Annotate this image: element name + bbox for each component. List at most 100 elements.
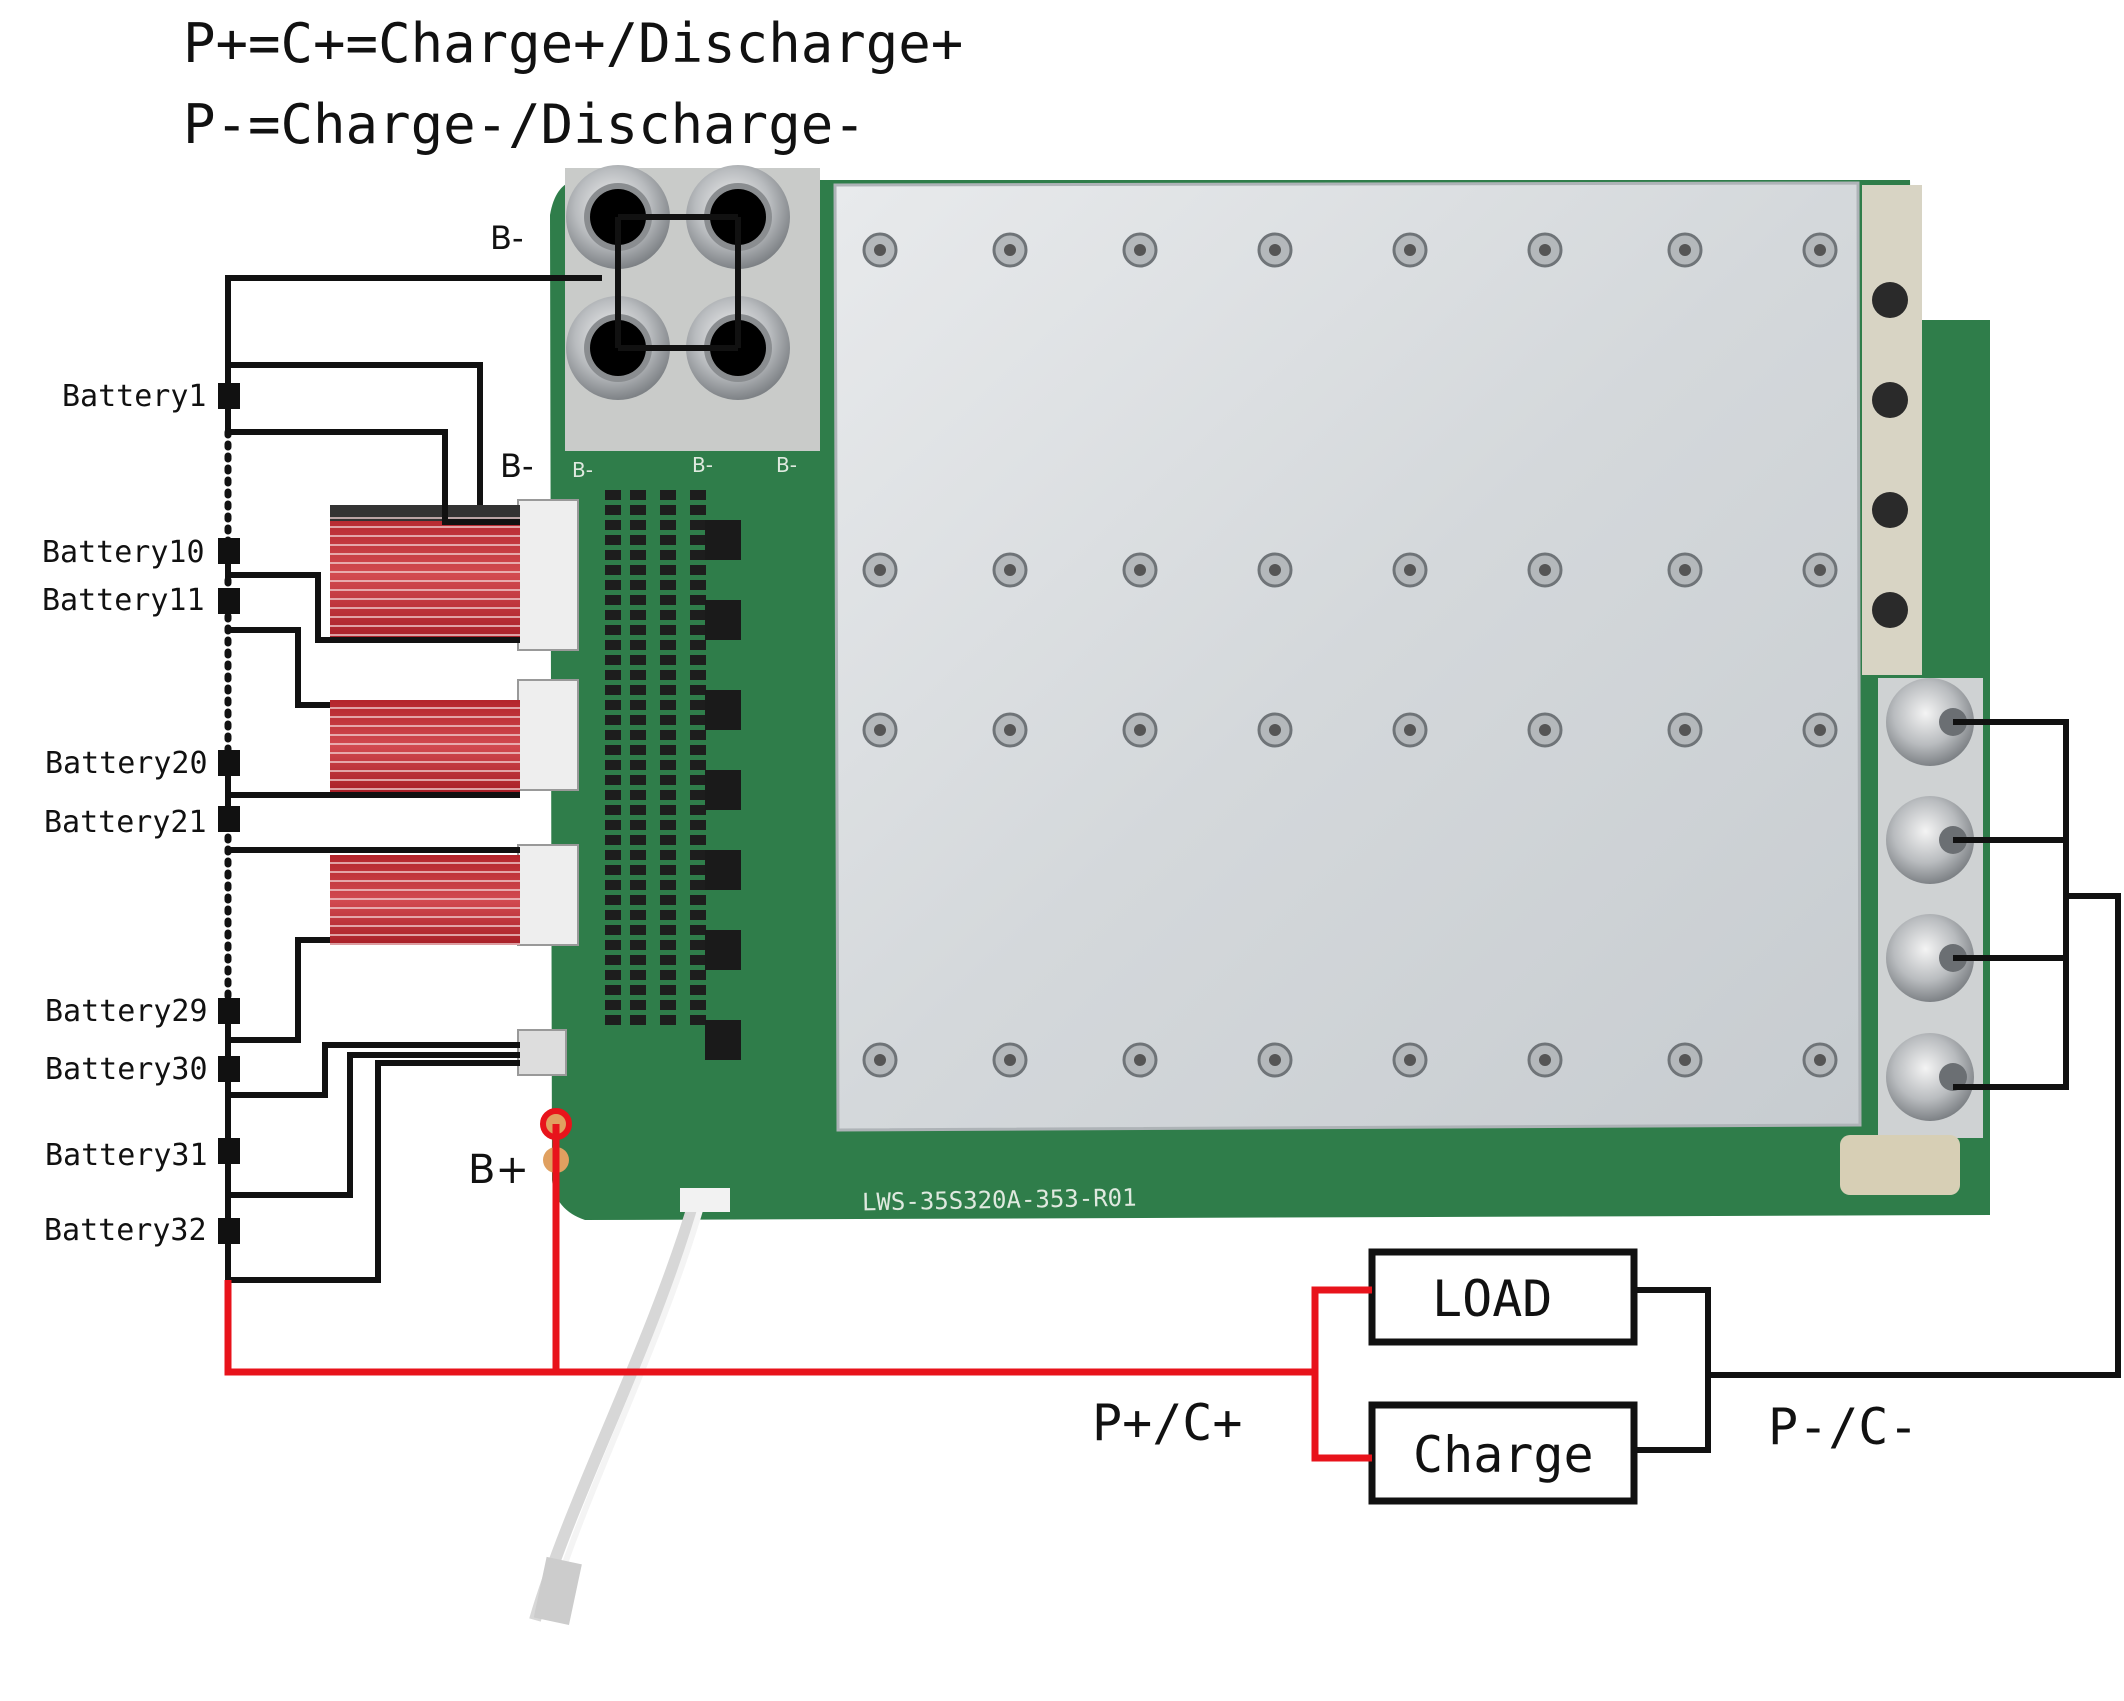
smd-part — [660, 715, 676, 725]
battery-tap-connector — [218, 383, 240, 409]
smd-part — [690, 775, 706, 785]
smd-part — [605, 820, 621, 830]
smd-part — [690, 955, 706, 965]
smd-part — [630, 610, 646, 620]
smd-part — [690, 940, 706, 950]
smd-part — [690, 535, 706, 545]
smd-part — [660, 835, 676, 845]
smd-part — [630, 505, 646, 515]
smd-part — [630, 775, 646, 785]
smd-part — [690, 880, 706, 890]
smd-part — [605, 655, 621, 665]
smd-part — [690, 565, 706, 575]
smd-part — [660, 1000, 676, 1010]
smd-part — [630, 745, 646, 755]
smd-part — [630, 595, 646, 605]
battery-taps — [218, 383, 240, 1244]
smd-part — [690, 595, 706, 605]
smd-part — [660, 955, 676, 965]
smd-part — [630, 490, 646, 500]
smd-part — [690, 715, 706, 725]
silk-b-minus-3: B- — [776, 453, 797, 477]
smd-part — [605, 1015, 621, 1025]
smd-part — [660, 580, 676, 590]
smd-part — [605, 835, 621, 845]
smd-part — [660, 730, 676, 740]
battery-tap-connector — [218, 750, 240, 776]
smd-part — [690, 655, 706, 665]
ic-chip — [705, 850, 741, 890]
smd-part — [660, 625, 676, 635]
p-minus-wiring — [1632, 719, 2121, 1453]
smd-part — [660, 790, 676, 800]
smd-part — [605, 565, 621, 575]
smd-part — [660, 940, 676, 950]
smd-part — [660, 910, 676, 920]
smd-part — [605, 700, 621, 710]
smd-part — [605, 505, 621, 515]
smd-part — [660, 760, 676, 770]
ic-chip — [705, 1020, 741, 1060]
smd-part — [630, 550, 646, 560]
ic-chip — [705, 690, 741, 730]
positive-wires — [224, 1124, 1372, 1462]
smd-part — [630, 880, 646, 890]
smd-part — [630, 1015, 646, 1025]
smd-part — [605, 940, 621, 950]
smd-part — [660, 685, 676, 695]
smd-part — [660, 925, 676, 935]
smd-part — [690, 820, 706, 830]
smd-part — [660, 490, 676, 500]
smd-part — [660, 820, 676, 830]
smd-part — [660, 670, 676, 680]
smd-part — [630, 805, 646, 815]
smd-part — [630, 715, 646, 725]
balance-wire-bundles — [330, 505, 520, 945]
smd-part — [660, 640, 676, 650]
smd-part — [605, 535, 621, 545]
p-plus-c-plus-label: P+/C+ — [1092, 1394, 1243, 1452]
smd-part — [630, 535, 646, 545]
smd-part — [690, 805, 706, 815]
battery-label-31: Battery31 — [45, 1138, 208, 1173]
battery-tap-connector — [218, 1138, 240, 1164]
smd-part — [690, 925, 706, 935]
smd-part — [605, 925, 621, 935]
ic-chip — [705, 520, 741, 560]
smd-part — [605, 955, 621, 965]
battery-tap-connector — [218, 806, 240, 832]
smd-part — [605, 910, 621, 920]
smd-part — [630, 685, 646, 695]
smd-part — [690, 970, 706, 980]
smd-part — [660, 1015, 676, 1025]
smd-part — [690, 1000, 706, 1010]
smd-part — [630, 1000, 646, 1010]
p-minus-terminals — [1886, 678, 1974, 1121]
header-line-1: P+=C+=Charge+/Discharge+ — [183, 12, 964, 75]
battery-tap-connector — [218, 588, 240, 614]
smd-part — [660, 700, 676, 710]
smd-part — [690, 490, 706, 500]
smd-part — [690, 790, 706, 800]
smd-part — [605, 625, 621, 635]
smd-part — [630, 640, 646, 650]
battery-label-21: Battery21 — [44, 805, 207, 840]
smd-part — [690, 835, 706, 845]
smd-part — [605, 985, 621, 995]
smd-part — [630, 655, 646, 665]
smd-part — [630, 940, 646, 950]
smd-part — [690, 910, 706, 920]
smd-part — [605, 805, 621, 815]
smd-part — [605, 490, 621, 500]
smd-part — [630, 820, 646, 830]
smd-part — [605, 670, 621, 680]
smd-part — [690, 640, 706, 650]
smd-part — [605, 850, 621, 860]
smd-part — [630, 865, 646, 875]
smd-part — [660, 655, 676, 665]
smd-part — [630, 625, 646, 635]
ic-chip — [705, 770, 741, 810]
smd-part — [605, 550, 621, 560]
smd-part — [660, 550, 676, 560]
